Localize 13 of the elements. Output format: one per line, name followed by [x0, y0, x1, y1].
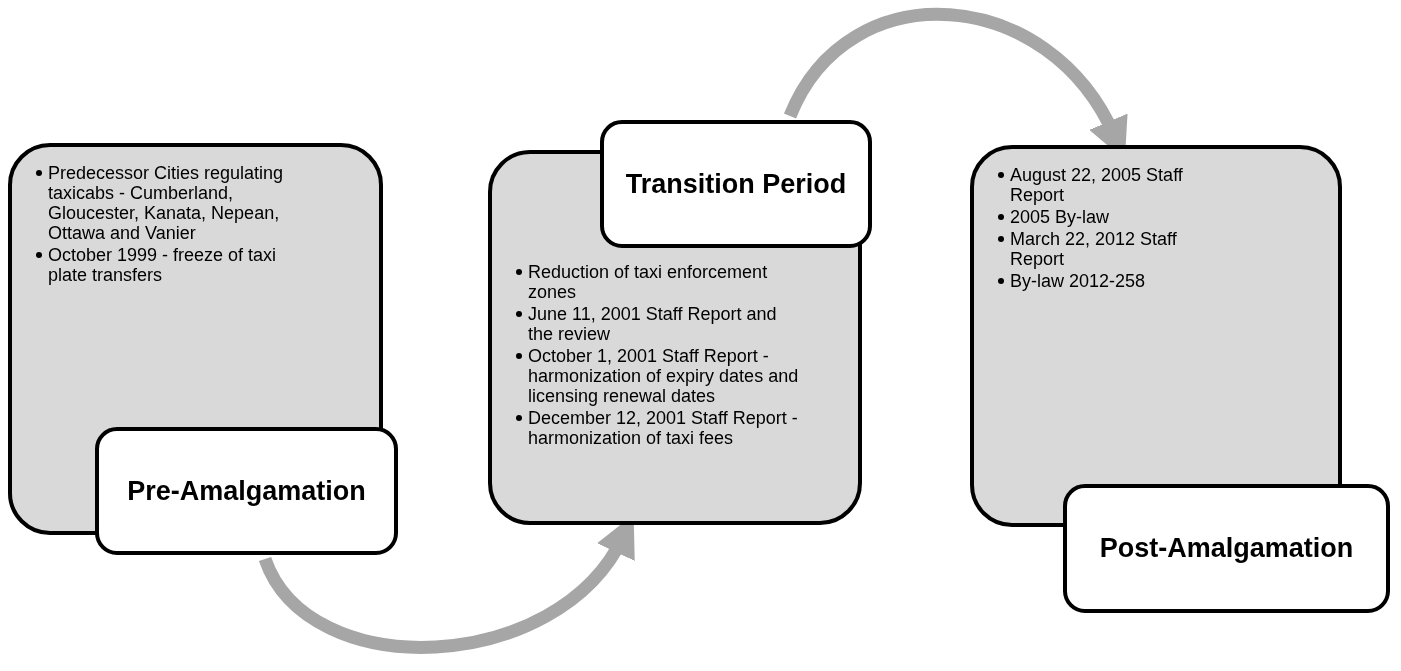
bullet-text: March 22, 2012 Staff Report [1010, 229, 1178, 269]
bullet-text: October 1999 - freeze of taxi plate transfers [48, 245, 278, 285]
bullet-text: December 12, 2001 Staff Report - harmonization of taxi fees [528, 408, 799, 448]
bullet-text: By-law 2012-258 [1010, 271, 1146, 291]
bullet-text: Predecessor Cities regulating taxicabs - Cumberland, Gloucester, Kanata, Nepean, Ottawa and Vanier [48, 163, 285, 243]
bullet-text: 2005 By-law [1010, 207, 1110, 227]
bullet-text: August 22, 2005 Staff Report [1010, 165, 1184, 205]
stage-title-box: Pre-Amalgamation [95, 427, 398, 555]
stage-title-box: Transition Period [600, 120, 872, 248]
stage-title-box: Post-Amalgamation [1063, 484, 1390, 613]
bullet-text: Reduction of taxi enforcement zones [528, 262, 769, 302]
bullet-text: June 11, 2001 Staff Report and the review [528, 304, 778, 344]
bullet-text: October 1, 2001 Staff Report - harmonization of expiry dates and licensing renewal dates [528, 346, 800, 406]
